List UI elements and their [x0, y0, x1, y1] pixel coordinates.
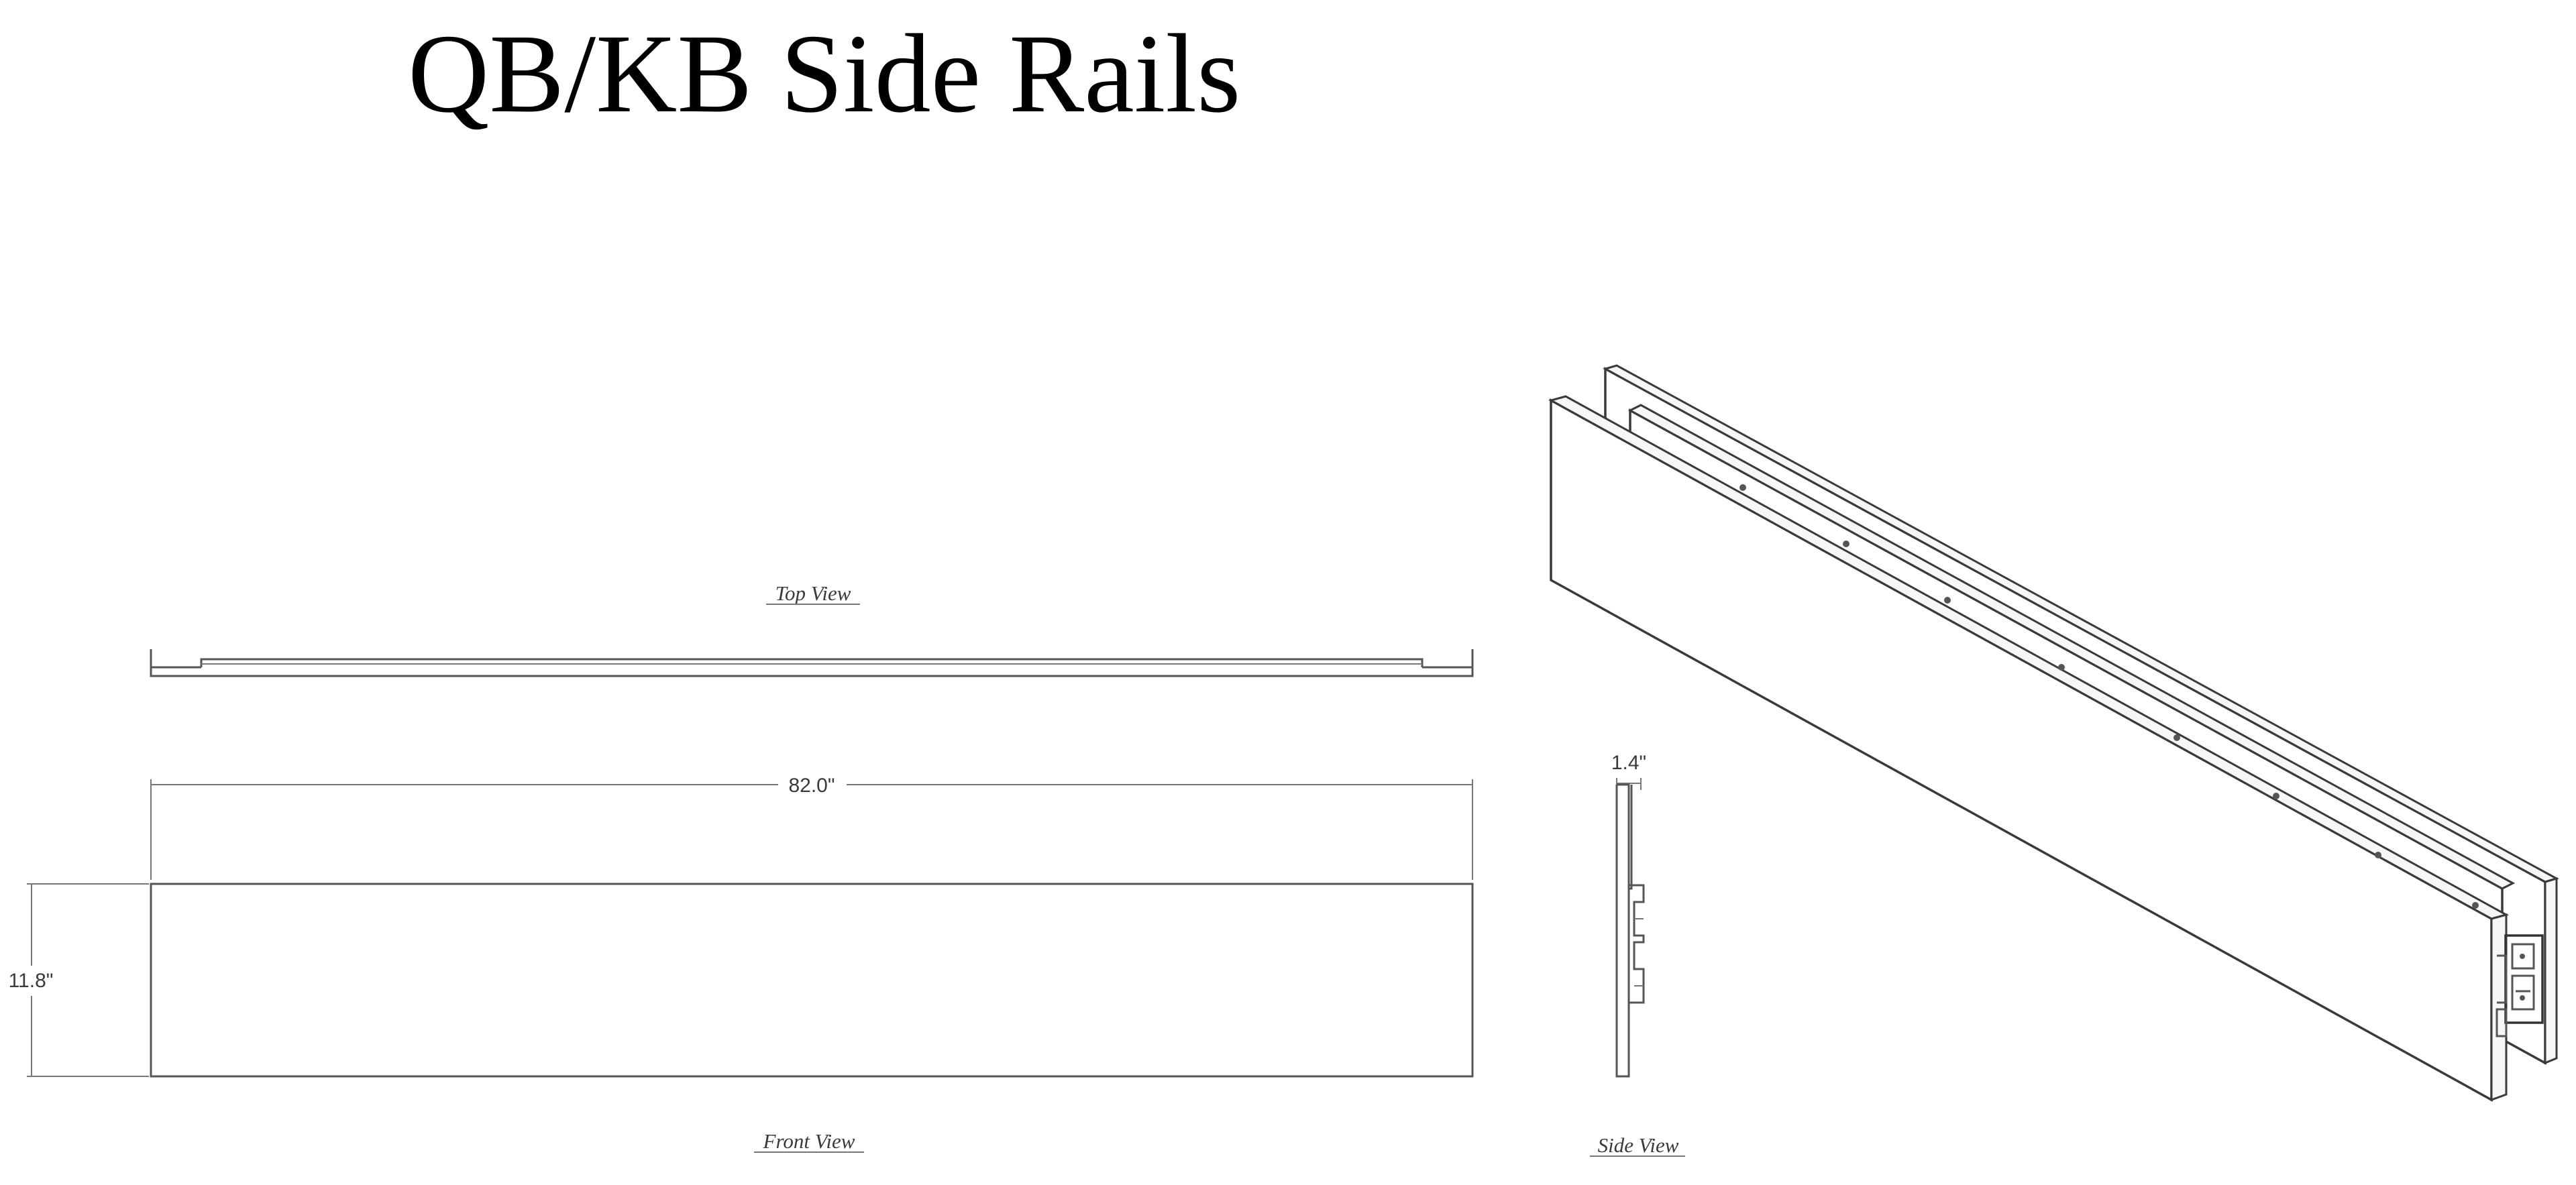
bolt-hole [2472, 902, 2479, 909]
length-dimension-value: 82.0" [788, 775, 835, 797]
top-view: Top View [150, 581, 1474, 677]
length-dimension: 82.0" [150, 775, 1473, 880]
page-title: QB/KB Side Rails [408, 11, 1241, 136]
bolt-hole [1843, 541, 1849, 547]
isometric-bolt-holes [1739, 484, 2479, 909]
bolt-hole [1944, 597, 1951, 604]
height-dimension-value: 11.8" [9, 970, 54, 992]
side-view-profile [1615, 783, 1645, 1078]
isometric-end-bracket [2496, 934, 2544, 1037]
front-view-rail-outline [150, 883, 1474, 1078]
top-view-label: Top View [775, 581, 851, 605]
bolt-hole [2273, 793, 2279, 799]
height-dimension: 11.8" [9, 883, 149, 1077]
side-view-label: Side View [1598, 1133, 1679, 1157]
bolt-hole [1739, 484, 1746, 491]
front-view: 82.0" 11.8" Front View [9, 775, 1474, 1153]
bolt-hole [2375, 852, 2381, 858]
isometric-view [1548, 364, 2559, 1102]
side-view: 1.4" Side View [1590, 752, 1685, 1157]
bolt-hole [2174, 734, 2180, 741]
isometric-front-rail [1548, 395, 2509, 1102]
front-view-label: Front View [763, 1129, 855, 1153]
thickness-dimension-value: 1.4" [1611, 752, 1646, 774]
bolt-hole [2058, 664, 2065, 671]
thickness-dimension: 1.4" [1611, 752, 1646, 790]
top-view-rail-outline [150, 649, 1474, 677]
